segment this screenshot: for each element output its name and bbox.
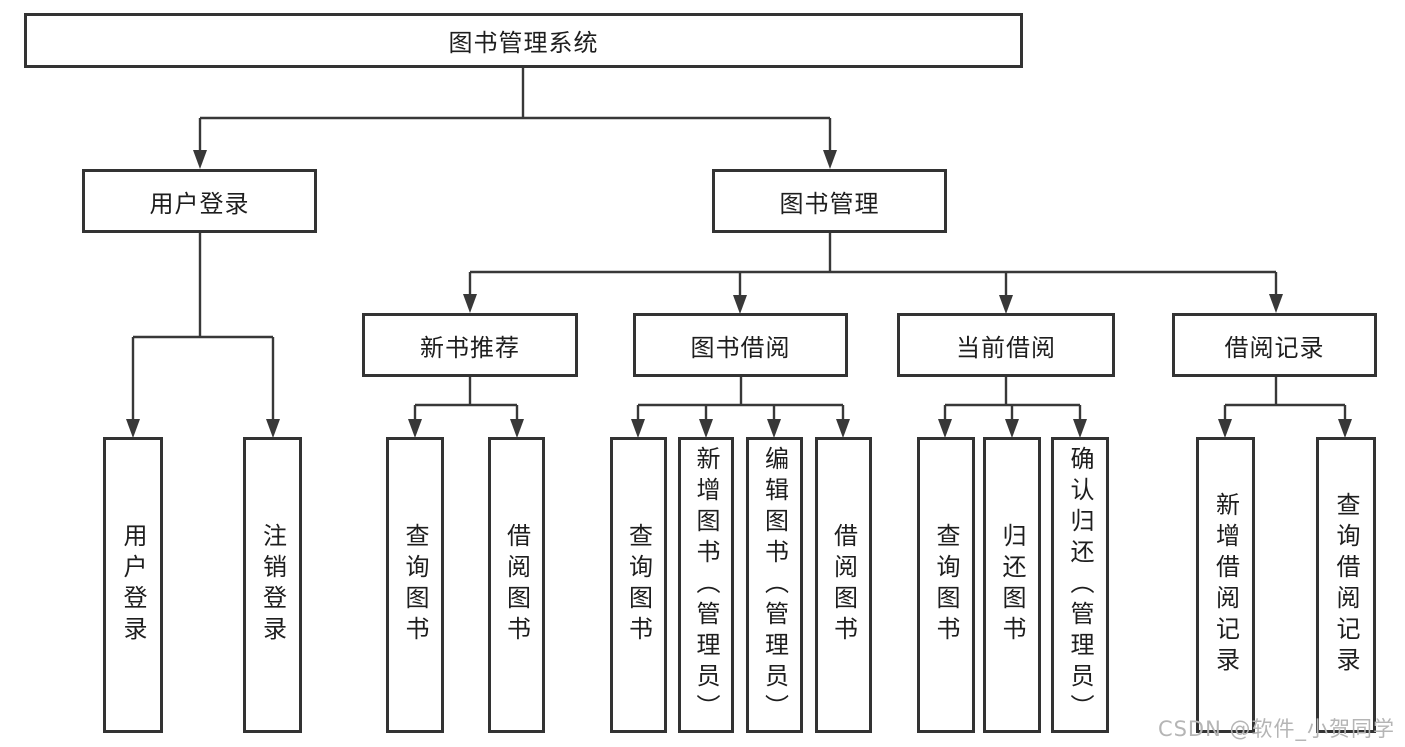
- leaf-bb-edit-books-admin: 编辑图书（管理员）: [746, 437, 803, 733]
- leaf-br-add-record: 新增借阅记录: [1196, 437, 1255, 733]
- leaf-br-add-record-label: 新增借阅记录: [1211, 492, 1240, 678]
- node-library-management-system-label: 图书管理系统: [448, 29, 599, 57]
- leaf-bb-edit-books-admin-label: 编辑图书（管理员）: [760, 445, 789, 725]
- leaf-br-query-record-label: 查询借阅记录: [1332, 492, 1360, 678]
- node-user-login-label: 用户登录: [149, 189, 250, 218]
- leaf-br-query-record: 查询借阅记录: [1316, 437, 1376, 733]
- node-book-management: 图书管理: [712, 169, 947, 233]
- leaf-nb-query-books: 查询图书: [386, 437, 444, 733]
- leaf-user-login: 用户登录: [103, 437, 163, 733]
- leaf-cb-query-books-label: 查询图书: [932, 523, 960, 647]
- leaf-bb-add-books-admin-label: 新增图书（管理员）: [692, 445, 720, 725]
- leaf-bb-query-books: 查询图书: [610, 437, 667, 733]
- leaf-nb-borrow-books: 借阅图书: [488, 437, 545, 733]
- leaf-bb-borrow-books-label: 借阅图书: [829, 523, 858, 647]
- node-borrow-records-label: 借阅记录: [1224, 333, 1325, 362]
- node-book-borrowing-label: 图书借阅: [690, 333, 791, 362]
- node-current-borrowing-label: 当前借阅: [956, 333, 1056, 362]
- node-borrow-records: 借阅记录: [1172, 313, 1377, 377]
- leaf-bb-borrow-books: 借阅图书: [815, 437, 872, 733]
- leaf-logout-label: 注销登录: [258, 523, 287, 647]
- leaf-bb-add-books-admin: 新增图书（管理员）: [678, 437, 734, 733]
- leaf-bb-query-books-label: 查询图书: [624, 523, 653, 647]
- node-new-book-recommend-label: 新书推荐: [420, 333, 520, 362]
- node-new-book-recommend: 新书推荐: [362, 313, 578, 377]
- leaf-cb-confirm-return-admin: 确认归还（管理员）: [1051, 437, 1109, 733]
- node-book-management-label: 图书管理: [779, 189, 880, 218]
- node-user-login: 用户登录: [82, 169, 317, 233]
- leaf-nb-borrow-books-label: 借阅图书: [502, 523, 531, 647]
- leaf-cb-confirm-return-admin-label: 确认归还（管理员）: [1066, 445, 1094, 725]
- node-book-borrowing: 图书借阅: [633, 313, 848, 377]
- leaf-nb-query-books-label: 查询图书: [401, 523, 429, 647]
- csdn-watermark: CSDN @软件_小贺同学: [1157, 717, 1395, 741]
- node-library-management-system: 图书管理系统: [24, 13, 1023, 68]
- leaf-logout: 注销登录: [243, 437, 302, 733]
- leaf-cb-return-books-label: 归还图书: [998, 523, 1026, 647]
- leaf-user-login-label: 用户登录: [119, 523, 147, 647]
- leaf-cb-return-books: 归还图书: [983, 437, 1041, 733]
- leaf-cb-query-books: 查询图书: [917, 437, 975, 733]
- node-current-borrowing: 当前借阅: [897, 313, 1115, 377]
